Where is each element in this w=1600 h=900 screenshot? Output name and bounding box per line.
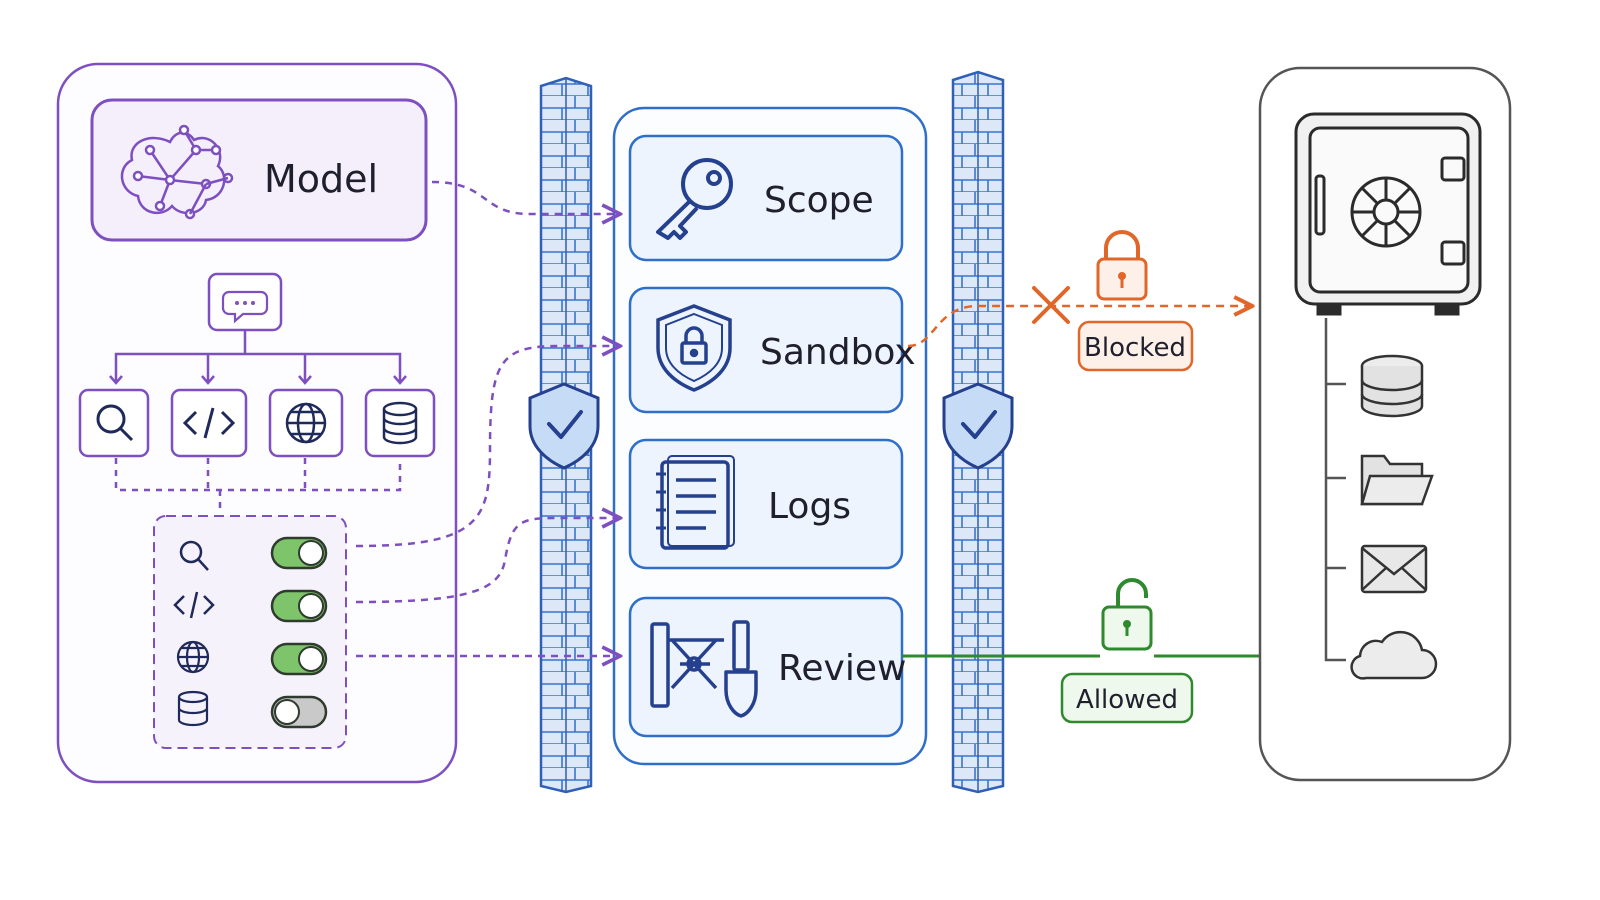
model-label: Model bbox=[264, 157, 378, 201]
globe-icon bbox=[285, 402, 327, 444]
brain-network-icon bbox=[120, 124, 234, 220]
arrow-model-to-scope bbox=[431, 180, 618, 214]
control-label-scope: Scope bbox=[764, 180, 874, 221]
arrow-code-to-logs bbox=[355, 518, 618, 604]
blocked-x-icon bbox=[1032, 286, 1070, 324]
toggle-database[interactable] bbox=[270, 695, 328, 729]
safe-icon bbox=[1294, 112, 1482, 316]
resource-mail-icon[interactable] bbox=[1360, 544, 1428, 594]
arrow-search-to-sandbox bbox=[355, 346, 618, 548]
resource-database-icon[interactable] bbox=[1360, 354, 1424, 418]
tool-globe[interactable] bbox=[268, 388, 344, 458]
control-label-review: Review bbox=[778, 648, 906, 689]
perm-search-icon bbox=[179, 540, 209, 571]
model-card[interactable]: Model bbox=[90, 98, 428, 242]
firewall-left bbox=[528, 76, 600, 794]
tool-merge-connectors bbox=[114, 458, 402, 512]
allowed-path: Allowed bbox=[902, 578, 1306, 724]
shield-check-icon bbox=[942, 382, 1014, 470]
search-icon bbox=[96, 404, 134, 442]
toggle-code[interactable] bbox=[270, 589, 328, 623]
firewall-right bbox=[942, 70, 1014, 794]
control-card-review[interactable]: Review bbox=[628, 596, 906, 738]
control-card-logs[interactable]: Logs bbox=[628, 438, 904, 570]
allowed-tag: Allowed bbox=[1060, 672, 1194, 724]
lock-closed-icon bbox=[1096, 230, 1148, 301]
key-icon bbox=[656, 158, 733, 240]
chat-icon bbox=[221, 290, 269, 324]
shield-lock-icon bbox=[656, 304, 732, 392]
control-label-logs: Logs bbox=[768, 486, 851, 527]
chat-node[interactable] bbox=[207, 272, 283, 332]
tool-code[interactable] bbox=[170, 388, 248, 458]
tool-database[interactable] bbox=[364, 388, 436, 458]
model-panel: Model bbox=[56, 62, 458, 784]
blocked-label: Blocked bbox=[1084, 333, 1186, 363]
tool-search[interactable] bbox=[78, 388, 150, 458]
tool-permissions-panel bbox=[153, 515, 347, 749]
resource-folder-icon[interactable] bbox=[1360, 454, 1434, 506]
resources-panel bbox=[1258, 66, 1512, 782]
toggle-globe[interactable] bbox=[270, 642, 328, 676]
blocked-path: Blocked bbox=[907, 230, 1250, 372]
notebook-icon bbox=[656, 455, 735, 550]
lock-open-icon bbox=[1101, 578, 1153, 651]
blocked-tag: Blocked bbox=[1077, 320, 1194, 372]
control-card-sandbox[interactable]: Sandbox bbox=[628, 286, 916, 414]
allowed-label: Allowed bbox=[1076, 685, 1178, 715]
tool-tree-connectors bbox=[109, 330, 407, 385]
flow-arrows bbox=[355, 180, 618, 656]
review-tools-icon bbox=[650, 620, 758, 718]
control-label-sandbox: Sandbox bbox=[760, 332, 916, 373]
perm-globe-icon bbox=[176, 640, 210, 674]
resource-cloud-icon[interactable] bbox=[1350, 630, 1438, 680]
shield-check-icon bbox=[528, 382, 600, 470]
perm-database-icon bbox=[177, 690, 209, 727]
perm-code-icon bbox=[173, 591, 215, 619]
resource-tree-connector bbox=[1324, 318, 1346, 662]
toggle-search[interactable] bbox=[270, 536, 328, 570]
control-card-scope[interactable]: Scope bbox=[628, 134, 904, 262]
database-icon bbox=[382, 401, 418, 445]
code-icon bbox=[182, 407, 236, 439]
controls-panel: Scope Sandbox Logs bbox=[612, 106, 928, 766]
